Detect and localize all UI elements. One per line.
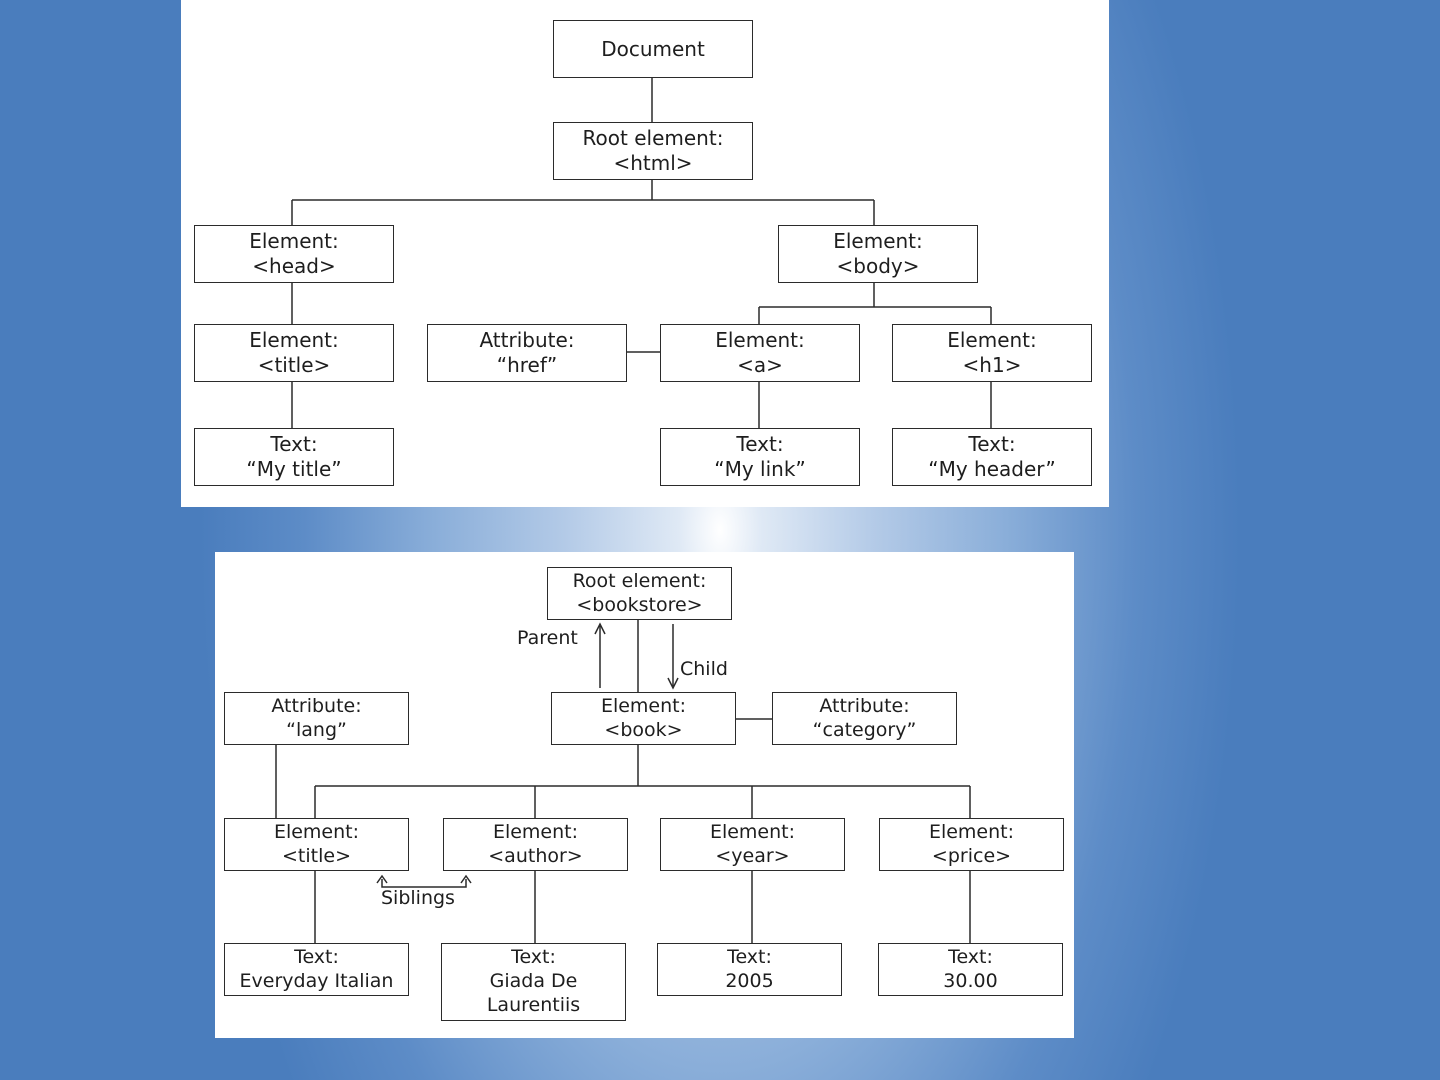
node-label: Text: bbox=[948, 945, 993, 968]
lang-attribute-node: Attribute: “lang” bbox=[224, 692, 409, 745]
node-label: Root element: bbox=[572, 569, 707, 592]
child-label: Child bbox=[680, 658, 728, 680]
node-tag: <book> bbox=[604, 718, 683, 741]
author-element-node: Element: <author> bbox=[443, 818, 628, 871]
node-tag: <author> bbox=[488, 844, 583, 867]
node-tag: <a> bbox=[737, 353, 783, 377]
node-label: Text: bbox=[511, 946, 556, 969]
node-label: Root element: bbox=[582, 126, 724, 150]
node-tag: <year> bbox=[715, 844, 790, 867]
parent-label: Parent bbox=[517, 627, 578, 649]
book-element-node: Element: <book> bbox=[551, 692, 736, 745]
head-element-node: Element: <head> bbox=[194, 225, 394, 283]
my-header-text-node: Text: “My header” bbox=[892, 428, 1092, 486]
body-element-node: Element: <body> bbox=[778, 225, 978, 283]
node-label: Text: bbox=[968, 432, 1016, 456]
bookstore-root-node: Root element: <bookstore> bbox=[547, 567, 732, 620]
node-label: Text: bbox=[270, 432, 318, 456]
node-value: Everyday Italian bbox=[239, 969, 394, 992]
document-node: Document bbox=[553, 20, 753, 78]
xml-dom-connectors bbox=[275, 620, 971, 943]
node-label: Text: bbox=[736, 432, 784, 456]
node-label: Element: bbox=[600, 694, 687, 717]
node-value: Giada De bbox=[489, 970, 578, 993]
node-label: Attribute: bbox=[271, 694, 362, 717]
node-label: Text: bbox=[294, 945, 339, 968]
root-element-node: Root element: <html> bbox=[553, 122, 753, 180]
everyday-italian-text-node: Text: Everyday Italian bbox=[224, 943, 409, 996]
title-element-node: Element: <title> bbox=[224, 818, 409, 871]
year-2005-text-node: Text: 2005 bbox=[657, 943, 842, 996]
document-label: Document bbox=[601, 36, 705, 61]
a-element-node: Element: <a> bbox=[660, 324, 860, 382]
node-label: Element: bbox=[833, 229, 923, 253]
node-label: Element: bbox=[928, 820, 1015, 843]
xml-dom-diagram: Root element: <bookstore> Element: <book… bbox=[215, 552, 1074, 1038]
html-dom-connectors bbox=[291, 78, 992, 428]
my-title-text-node: Text: “My title” bbox=[194, 428, 394, 486]
node-value: 30.00 bbox=[943, 969, 998, 992]
year-element-node: Element: <year> bbox=[660, 818, 845, 871]
node-label: Element: bbox=[249, 328, 339, 352]
price-text-node: Text: 30.00 bbox=[878, 943, 1063, 996]
author-name-text-node: Text: Giada De Laurentiis bbox=[441, 943, 626, 1021]
node-tag: “category” bbox=[812, 718, 917, 741]
node-tag: <h1> bbox=[962, 353, 1022, 377]
node-label: Text: bbox=[727, 945, 772, 968]
h1-element-node: Element: <h1> bbox=[892, 324, 1092, 382]
node-label: Element: bbox=[947, 328, 1037, 352]
node-tag: “lang” bbox=[286, 718, 347, 741]
siblings-label: Siblings bbox=[381, 887, 455, 909]
html-dom-diagram: Document Root element: <html> Element: <… bbox=[181, 0, 1109, 507]
node-value-line-2: Laurentiis bbox=[486, 993, 581, 1016]
node-tag: <price> bbox=[931, 844, 1012, 867]
node-value: 2005 bbox=[725, 969, 774, 992]
node-label: Attribute: bbox=[479, 328, 575, 352]
node-value: “My link” bbox=[714, 457, 806, 481]
price-element-node: Element: <price> bbox=[879, 818, 1064, 871]
node-label: Attribute: bbox=[819, 694, 910, 717]
node-tag: <head> bbox=[252, 254, 336, 278]
node-label: Element: bbox=[715, 328, 805, 352]
my-link-text-node: Text: “My link” bbox=[660, 428, 860, 486]
node-tag: <title> bbox=[282, 844, 351, 867]
node-value: “My header” bbox=[928, 457, 1056, 481]
node-tag: “href” bbox=[496, 353, 558, 377]
title-element-node: Element: <title> bbox=[194, 324, 394, 382]
node-value: “My title” bbox=[246, 457, 342, 481]
node-label: Element: bbox=[273, 820, 360, 843]
href-attribute-node: Attribute: “href” bbox=[427, 324, 627, 382]
node-tag: <html> bbox=[613, 151, 693, 175]
node-label: Element: bbox=[249, 229, 339, 253]
node-tag: <bookstore> bbox=[576, 593, 703, 616]
node-tag: <body> bbox=[836, 254, 920, 278]
node-tag: <title> bbox=[257, 353, 331, 377]
node-label: Element: bbox=[709, 820, 796, 843]
node-label: Element: bbox=[492, 820, 579, 843]
category-attribute-node: Attribute: “category” bbox=[772, 692, 957, 745]
